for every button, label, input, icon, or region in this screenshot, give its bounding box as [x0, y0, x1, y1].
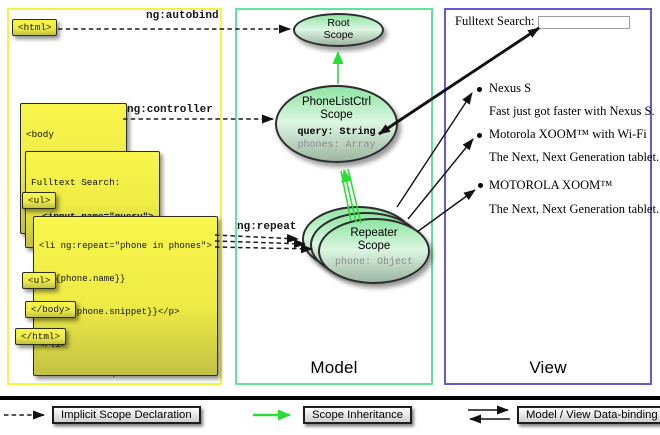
phonelistctrl-line2: Scope: [320, 108, 353, 121]
phonelistctrl-props: query: String phones: Array: [297, 126, 375, 152]
legend-model-view-data-binding: Model / View Data-binding: [517, 406, 660, 424]
legend-implicit-scope-declaration: Implicit Scope Declaration: [52, 406, 201, 424]
phonelistctrl-scope-ellipse: PhoneListCtrl Scope query: String phones…: [275, 85, 398, 163]
view-panel: View: [444, 8, 652, 385]
phone-snippet: Fast just got faster with Nexus S.: [489, 104, 655, 118]
phone-name: Motorola XOOM™ with Wi-Fi: [489, 127, 647, 141]
code-line: <li ng:repeat="phone in phones">: [39, 240, 212, 251]
edge-label-ng-controller: ng:controller: [127, 104, 213, 116]
code-line: <body: [26, 128, 54, 140]
model-panel-title: Model: [310, 358, 358, 377]
view-panel-title: View: [529, 358, 567, 377]
prop-phone: phone: Object: [334, 256, 413, 268]
code-box-html-open: <html>: [12, 19, 58, 37]
phone-snippet: The Next, Next Generation tablet.: [489, 150, 660, 164]
edge-label-ng-repeat: ng:repeat: [237, 221, 297, 233]
phonelistctrl-scope-label: PhoneListCtrl Scope: [302, 96, 371, 122]
prop-phones: phones: Array: [297, 140, 376, 152]
root-scope-ellipse: Root Scope: [293, 13, 384, 47]
code-box-body-close: </body>: [25, 301, 77, 319]
prop-query: query: String: [297, 127, 376, 139]
legend-separator-line: [0, 396, 660, 400]
list-bullet: [477, 133, 482, 138]
fulltext-search-label: Fulltext Search:: [455, 14, 535, 28]
root-scope-label: Root Scope: [323, 17, 354, 42]
root-scope-line1: Root: [327, 17, 350, 30]
repeater-line1: Repeater: [350, 227, 398, 240]
repeater-scope-ellipse: Repeater Scope phone: Object: [318, 218, 430, 284]
phonelistctrl-line1: PhoneListCtrl: [301, 95, 372, 108]
fulltext-search-input[interactable]: [538, 16, 630, 29]
code-line: <p>{{phone.snippet}}</p>: [39, 306, 180, 317]
list-bullet: [477, 87, 482, 92]
phone-name: Nexus S: [489, 81, 532, 95]
code-box-li-repeat: <li ng:repeat="phone in phones"> {{phone…: [33, 216, 218, 376]
phone-snippet: The Next, Next Generation tablet.: [489, 202, 660, 216]
repeater-line2: Scope: [357, 240, 391, 252]
code-box-ul-open: <ul>: [22, 192, 57, 210]
repeater-scope-content: Repeater Scope phone: Object: [335, 227, 413, 269]
code-line: {{phone.name}}: [39, 273, 126, 284]
repeater-props: phone: Object: [335, 256, 413, 269]
repeater-scope-label: Repeater Scope: [335, 227, 413, 253]
phone-name: MOTOROLA XOOM™: [489, 178, 613, 192]
code-line: Fulltext Search:: [31, 176, 121, 188]
model-panel: Model: [235, 8, 433, 385]
list-bullet: [478, 183, 483, 188]
edge-label-ng-autobind: ng:autobind: [146, 10, 219, 22]
root-scope-line2: Scope: [323, 29, 354, 41]
code-box-html-close: </html>: [15, 328, 67, 346]
legend-scope-inheritance: Scope Inheritance: [303, 406, 413, 424]
code-box-ul-close: <ul>: [22, 272, 57, 290]
